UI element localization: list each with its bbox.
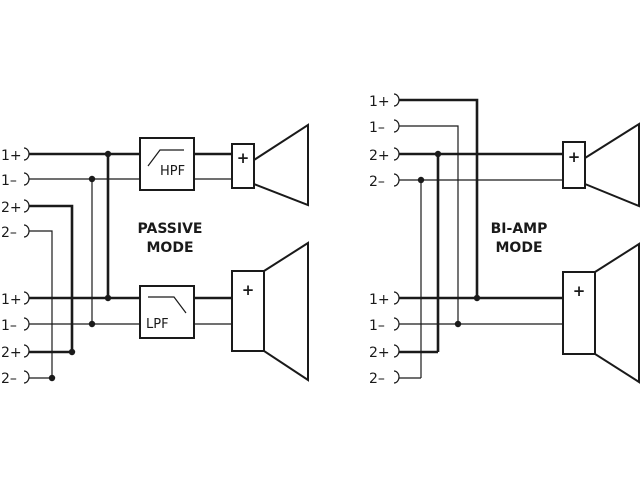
hpf-label: HPF [160, 164, 185, 179]
biamp-mode-title-line2: MODE [495, 240, 542, 256]
passive-bottom-pin-1-minus: 1– [1, 318, 17, 334]
lpf-label: LPF [146, 317, 169, 332]
passive-top-pin-1-minus: 1– [1, 173, 17, 189]
biamp-tweeter-speaker-icon: + [562, 122, 640, 208]
passive-connector-curls [23, 147, 30, 384]
hpf-filter-box: HPF [139, 137, 195, 191]
passive-wires [29, 152, 232, 379]
passive-bottom-pin-2-minus: 2– [1, 371, 17, 387]
passive-top-pin-2-minus: 2– [1, 225, 17, 241]
biamp-connector-curls [393, 93, 400, 384]
biamp-top-pin-1-minus: 1– [369, 120, 385, 136]
biamp-tweeter-plus: + [568, 148, 581, 166]
biamp-junction-dots [417, 150, 481, 328]
biamp-wires [399, 98, 563, 379]
passive-mode-section: 1+ 1– 2+ 2– 1+ 1– 2+ 2– [1, 123, 309, 387]
passive-mode-title-line1: PASSIVE [138, 221, 203, 237]
biamp-bottom-pin-1-minus: 1– [369, 318, 385, 334]
biamp-bottom-pin-2-minus: 2– [369, 371, 385, 387]
biamp-top-pin-2-plus: 2+ [369, 148, 390, 164]
lowpass-curve-icon [148, 296, 187, 314]
passive-mode-title-line2: MODE [146, 240, 193, 256]
biamp-bottom-pin-1-plus: 1+ [369, 292, 390, 308]
passive-woofer-speaker-icon: + [231, 241, 309, 382]
passive-top-pin-1-plus: 1+ [1, 148, 22, 164]
biamp-bottom-pin-2-plus: 2+ [369, 345, 390, 361]
lpf-filter-box: LPF [139, 285, 195, 339]
passive-tweeter-plus: + [237, 149, 250, 167]
passive-bottom-pin-2-plus: 2+ [1, 345, 22, 361]
passive-tweeter-speaker-icon: + [231, 123, 309, 207]
biamp-woofer-plus: + [573, 282, 586, 300]
passive-junction-dots [48, 150, 112, 382]
passive-top-pin-2-plus: 2+ [1, 200, 22, 216]
biamp-top-pin-1-plus: 1+ [369, 94, 390, 110]
biamp-mode-title-line1: BI-AMP [491, 221, 548, 237]
biamp-top-pin-2-minus: 2– [369, 174, 385, 190]
biamp-mode-section: 1+ 1– 2+ 2– 1+ 1– 2+ 2– [369, 93, 640, 387]
passive-bottom-pin-1-plus: 1+ [1, 292, 22, 308]
biamp-woofer-speaker-icon: + [562, 242, 640, 384]
passive-woofer-plus: + [242, 281, 255, 299]
highpass-curve-icon [147, 149, 184, 167]
